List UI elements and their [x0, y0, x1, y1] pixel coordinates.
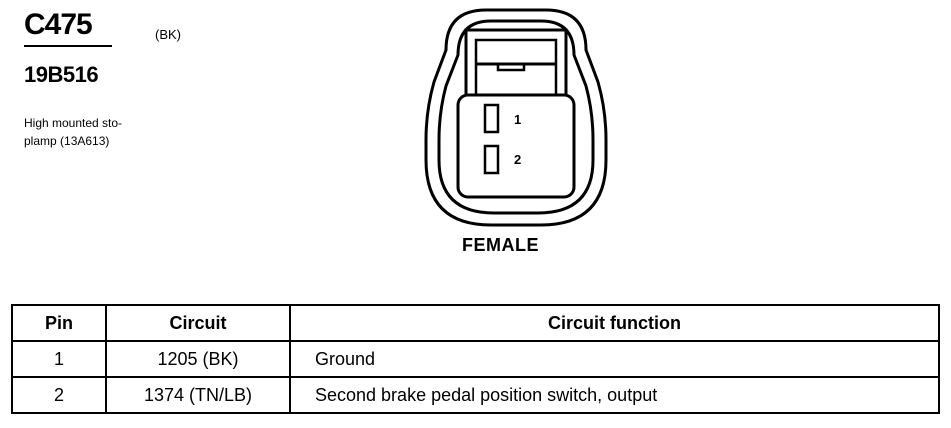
header-circuit: Circuit: [105, 304, 291, 342]
connector-id-underline: [24, 45, 112, 47]
cell-circuit: 1374 (TN/LB): [105, 376, 291, 414]
header-pin: Pin: [11, 304, 107, 342]
pin-1-label: 1: [514, 112, 521, 127]
connector-gender-label: FEMALE: [462, 235, 539, 255]
connector-color: (BK): [155, 27, 181, 42]
description-line: High mounted sto-: [24, 116, 123, 130]
table-header-row: Pin Circuit Circuit function: [11, 304, 940, 342]
connector-inner-shell: [437, 19, 595, 215]
pin-2-slot: [483, 144, 500, 175]
locking-latch-inner: [474, 38, 558, 99]
pin-1-slot: [483, 103, 500, 134]
latch-tab: [496, 64, 526, 72]
connector-description: High mounted sto- plamp (13A613): [24, 114, 194, 150]
cell-pin: 1: [11, 340, 107, 378]
cell-circuit-function: Second brake pedal position switch, outp…: [289, 376, 940, 414]
description-line: plamp (13A613): [24, 134, 110, 148]
connector-face-drawing: 1 2: [424, 8, 608, 227]
pin-table: Pin Circuit Circuit function 1 1205 (BK)…: [11, 304, 940, 414]
part-number: 19B516: [24, 62, 99, 87]
cell-circuit: 1205 (BK): [105, 340, 291, 378]
pin-2-label: 2: [514, 152, 521, 167]
cell-circuit-function: Ground: [289, 340, 940, 378]
terminal-cavity-block: [456, 93, 576, 199]
connector-outer-shell: [424, 8, 608, 227]
table-row: 2 1374 (TN/LB) Second brake pedal positi…: [11, 376, 940, 414]
cell-pin: 2: [11, 376, 107, 414]
connector-id: C475: [24, 8, 93, 41]
table-row: 1 1205 (BK) Ground: [11, 340, 940, 378]
header-circuit-function: Circuit function: [289, 304, 940, 342]
